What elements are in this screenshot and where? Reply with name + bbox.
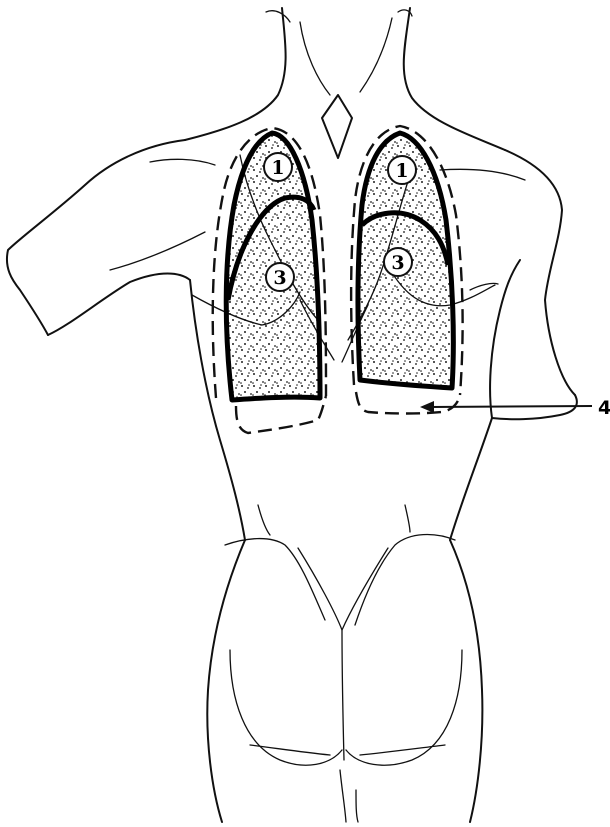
gluteal-cleft xyxy=(342,630,344,760)
right-buttock-curve xyxy=(346,650,462,765)
neck-muscle-line-2 xyxy=(360,18,392,92)
right-shoulder xyxy=(505,150,575,395)
neck-left-contour xyxy=(185,8,286,140)
neck-muscle-line xyxy=(300,22,330,95)
marker-left-lower: 3 xyxy=(266,263,294,291)
marker-left-upper: 1 xyxy=(264,153,292,181)
waist-right-crease xyxy=(405,505,410,532)
right-pleura-lower xyxy=(356,392,460,414)
left-buttock-curve xyxy=(230,650,342,765)
left-buttock-outer xyxy=(207,540,245,822)
marker-right-lower-label: 3 xyxy=(391,252,404,274)
neck-right-contour xyxy=(404,8,505,150)
marker-left-lower-label: 3 xyxy=(273,267,286,289)
pointer-arrow-line xyxy=(430,406,592,407)
head-base-left xyxy=(266,11,290,22)
marker-right-upper-label: 1 xyxy=(395,160,408,182)
left-arm-inner xyxy=(48,274,190,336)
waist-left-crease xyxy=(258,505,270,535)
right-buttock-outer xyxy=(450,540,482,822)
pointer-4: 4 xyxy=(420,397,610,419)
trunk-right-side xyxy=(450,418,492,540)
marker-right-upper: 1 xyxy=(388,156,416,184)
left-deltoid-line xyxy=(150,159,215,165)
left-thigh-inner xyxy=(340,770,346,822)
marker-left-upper-label: 1 xyxy=(271,157,284,179)
left-pleura-lower xyxy=(236,396,326,433)
right-back-line xyxy=(470,283,498,290)
body-outline xyxy=(7,8,577,822)
right-thigh-inner xyxy=(356,790,358,822)
vertebra-diamond xyxy=(322,95,352,158)
marker-right-lower: 3 xyxy=(384,248,412,276)
left-trapezius-line xyxy=(110,232,205,270)
right-hip-fold xyxy=(355,535,455,625)
pointer-arrowhead xyxy=(420,401,434,413)
right-scapula-line xyxy=(440,169,525,180)
right-gluteal-fold xyxy=(360,745,445,755)
left-gluteal-fold xyxy=(250,745,330,755)
pointer-label: 4 xyxy=(598,397,610,419)
